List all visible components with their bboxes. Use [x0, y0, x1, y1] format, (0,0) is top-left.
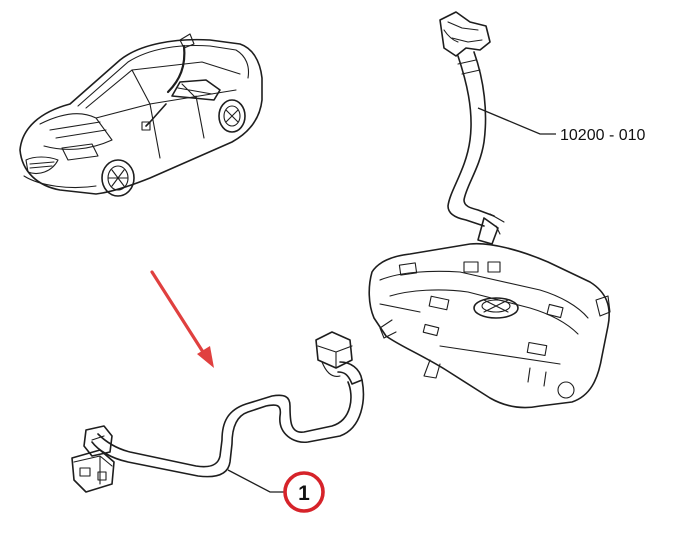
reference-label: 10200 - 010	[560, 127, 646, 144]
fuel-tank	[368, 242, 611, 409]
part-callout: 1	[283, 471, 325, 513]
callout-leader-line	[227, 469, 284, 493]
fuel-filler-neck	[439, 11, 505, 245]
wiring-harness	[71, 331, 365, 493]
callout-number: 1	[298, 482, 310, 505]
pointer-arrow	[150, 270, 214, 368]
reference-leader-line	[477, 107, 556, 135]
car-illustration	[19, 33, 263, 197]
